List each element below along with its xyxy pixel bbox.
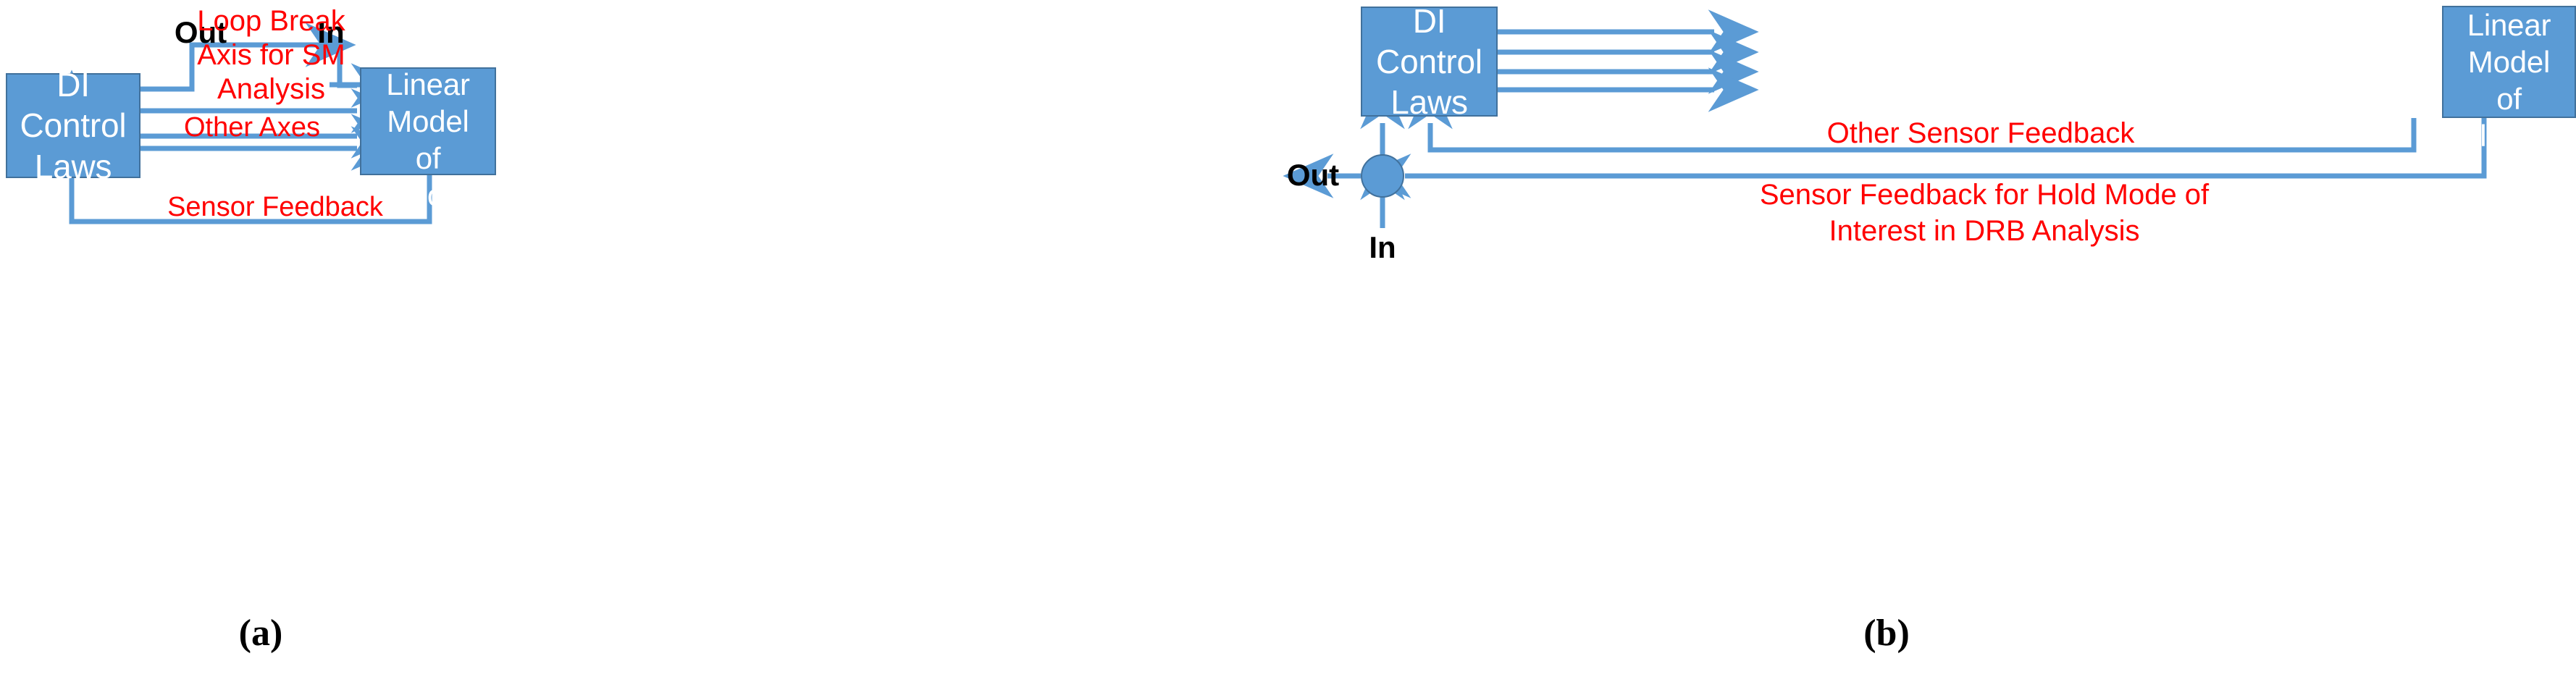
- wire-b-drb-feedback: [1360, 118, 2487, 198]
- panel-caption-b: (b): [1863, 613, 1910, 654]
- wire-in-corner-a: [307, 42, 402, 108]
- wire-b-other-sensor-feedback: [1408, 78, 2417, 153]
- annotation-sensor-feedback-a: Sensor Feedback: [167, 192, 383, 222]
- wire-loop-break-out: [140, 22, 356, 92]
- summing-junction-b[interactable]: [1361, 154, 1404, 198]
- port-label-out-a: Out: [174, 15, 227, 49]
- port-label-in-b: In: [1369, 230, 1396, 264]
- annotation-drb-sensor-feedback: Sensor Feedback for Hold Mode of Interes…: [1759, 179, 2210, 247]
- annotation-other-sensor-feedback: Other Sensor Feedback: [1826, 117, 2135, 149]
- port-label-out-b: Out: [1286, 158, 1340, 192]
- block-full-order-model-b[interactable]: Full Order Linear Model of Helicopter: [2441, 0, 2576, 153]
- panel-caption-a: (a): [238, 613, 283, 654]
- block-di-control-laws-b[interactable]: DI Control Laws: [1361, 2, 1498, 121]
- annotation-other-axes: Other Axes: [184, 112, 320, 143]
- block-full-order-model-a[interactable]: Full Order Linear Model of Helicopter: [360, 30, 496, 213]
- block-di-control-laws-a[interactable]: DI Control Laws: [6, 66, 140, 185]
- port-label-in-a: In: [317, 15, 345, 49]
- annotation-loop-break-axis: Loop Break Axis for SM Analysis: [197, 5, 345, 105]
